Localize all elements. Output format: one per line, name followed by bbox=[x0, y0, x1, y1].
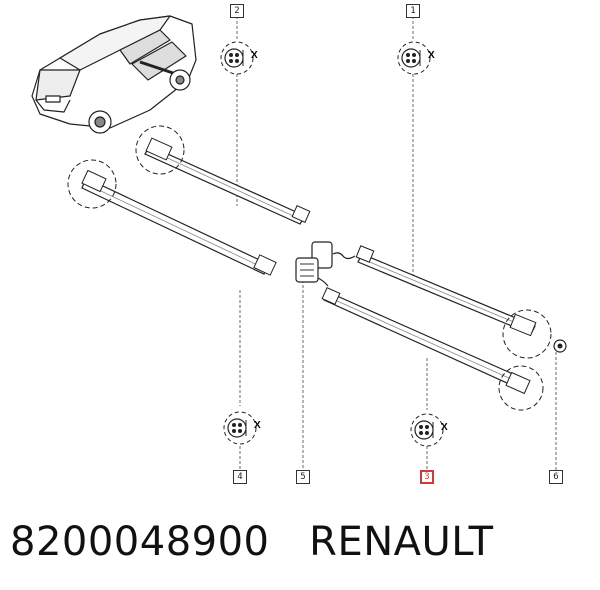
callout-4: 4 bbox=[233, 470, 247, 484]
gas-strut-rods bbox=[81, 145, 536, 389]
callout-1: 1 bbox=[406, 4, 420, 18]
part-caption: 8200048900 RENAULT bbox=[10, 512, 590, 572]
car-illustration bbox=[31, 15, 197, 134]
center-couplers bbox=[295, 241, 356, 287]
gauge-letter-1: X bbox=[428, 50, 435, 61]
parts-diagram: 2 1 4 5 3 6 X X X X bbox=[31, 4, 567, 484]
gauge-letter-4: X bbox=[254, 420, 261, 431]
part-number: 8200048900 bbox=[10, 519, 270, 565]
callout-5: 5 bbox=[296, 470, 310, 484]
brand-name: RENAULT bbox=[309, 519, 494, 565]
caption-separator bbox=[270, 519, 310, 565]
detail-circles bbox=[67, 125, 552, 411]
gauge-letter-3: X bbox=[441, 422, 448, 433]
callout-2: 2 bbox=[230, 4, 244, 18]
callout-6: 6 bbox=[549, 470, 563, 484]
gauge-letter-2: X bbox=[251, 50, 258, 61]
callout-3-highlighted: 3 bbox=[420, 470, 434, 484]
leader-lines bbox=[236, 16, 557, 470]
threaded-ends bbox=[81, 137, 537, 395]
diagram-canvas bbox=[31, 15, 567, 470]
washer-part bbox=[553, 339, 567, 353]
